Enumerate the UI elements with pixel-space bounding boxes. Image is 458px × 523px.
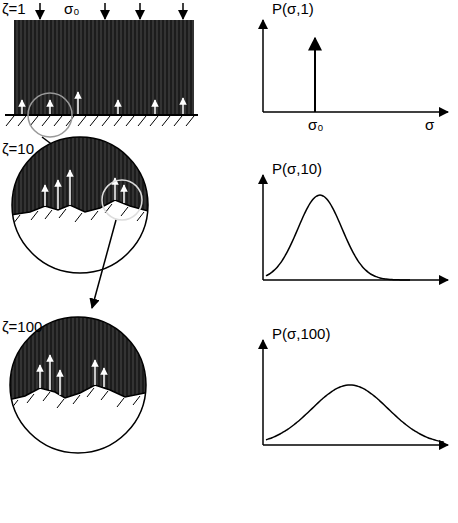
distribution-curves (266, 195, 444, 442)
load-arrows (40, 3, 183, 19)
surface-hatching (6, 116, 194, 126)
elastic-block (14, 20, 194, 115)
zoom-circle (102, 180, 142, 220)
rigid-surface (5, 114, 198, 116)
reaction-arrows (22, 92, 183, 114)
zoom-factor: ζ=10 (2, 140, 34, 157)
axis-label: P(σ,100) (272, 325, 330, 342)
zoom-circle (28, 93, 72, 137)
zoom-circle (12, 137, 148, 273)
axis-label: P(σ,10) (272, 160, 322, 177)
plot-axes (263, 20, 448, 445)
applied-stress: σ₀ (64, 0, 79, 17)
zoom-factor: ζ=100 (2, 318, 42, 335)
axis-label: σ (425, 116, 434, 133)
zoom-arrow (92, 220, 116, 308)
tick-label: σ₀ (308, 116, 323, 133)
delta-spike (314, 38, 316, 112)
zoom-circle (10, 317, 146, 453)
zoom-view-100 (8, 315, 150, 460)
zoom-factor: ζ=1 (2, 0, 26, 17)
axis-label: P(σ,1) (272, 0, 314, 17)
